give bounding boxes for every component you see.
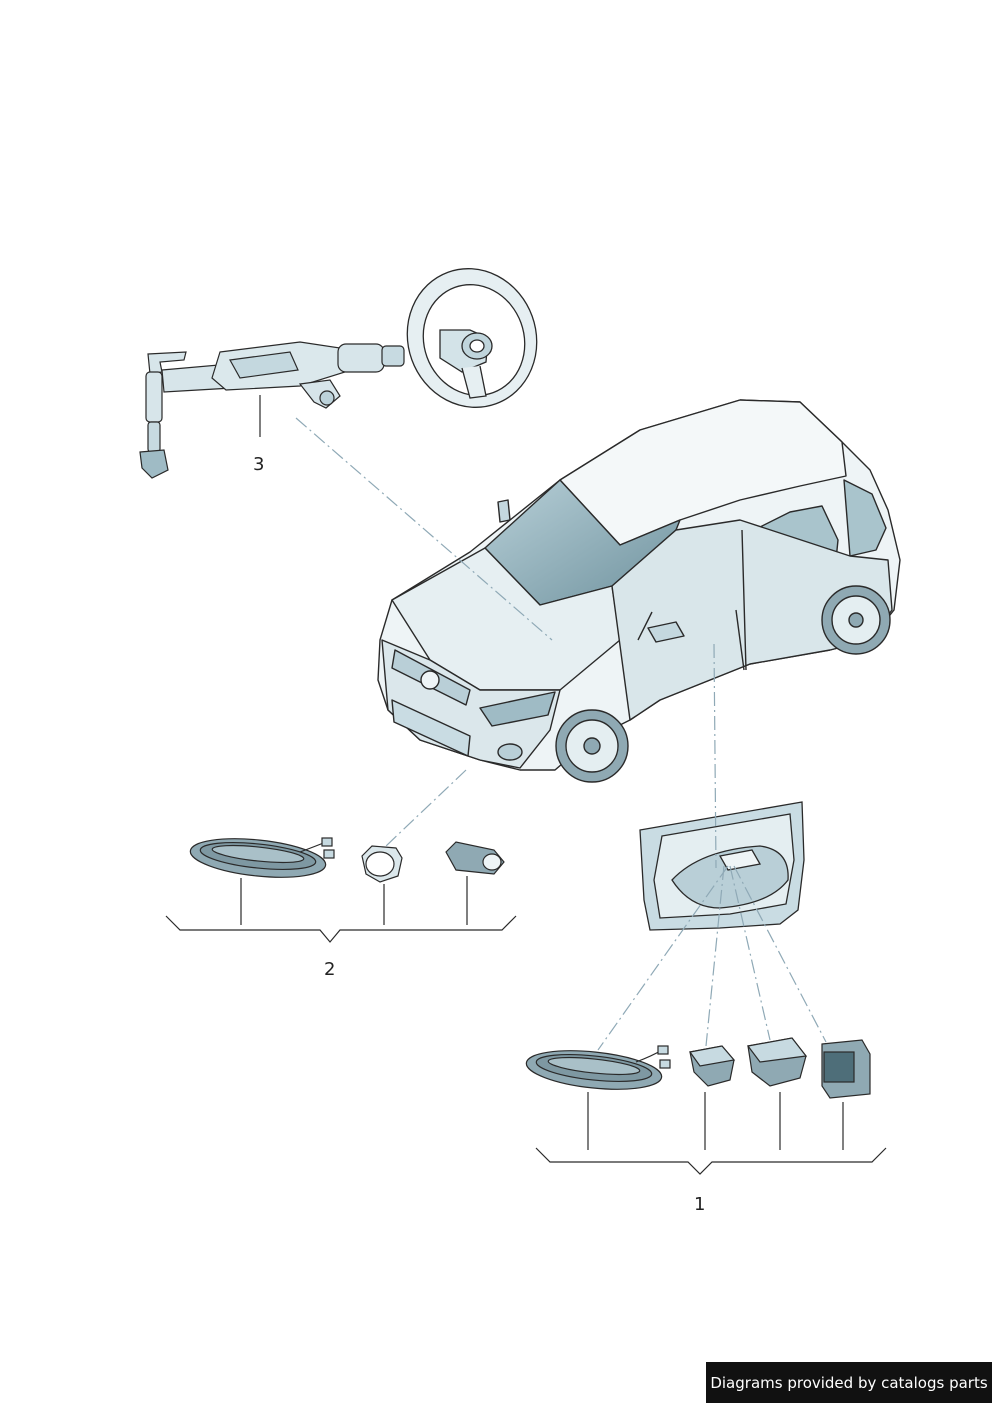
car-illustration [377, 399, 901, 783]
footer-attribution-text: Diagrams provided by catalogs parts [710, 1373, 988, 1392]
round-switch-illustration[interactable] [361, 845, 403, 883]
callout-number-2: 2 [324, 959, 336, 980]
callout-number-1: 1 [694, 1194, 706, 1215]
footer-attribution-badge: Diagrams provided by catalogs parts [706, 1362, 992, 1403]
wiring-harness-illustration-group2[interactable] [188, 833, 335, 883]
window-switch-double-illustration[interactable] [746, 1037, 808, 1087]
leader-lines [295, 417, 827, 1051]
door-trim-panel-illustration[interactable] [639, 801, 805, 931]
wiring-harness-illustration-group1[interactable] [524, 1045, 671, 1095]
steering-wheel-illustration[interactable] [388, 250, 556, 425]
callout-number-3: 3 [253, 454, 265, 475]
steering-column-illustration[interactable] [139, 341, 405, 479]
key-tag-illustration[interactable] [445, 841, 505, 875]
control-module-illustration[interactable] [821, 1039, 871, 1099]
window-switch-single-illustration[interactable] [688, 1045, 736, 1087]
callout-markers [165, 395, 887, 1175]
